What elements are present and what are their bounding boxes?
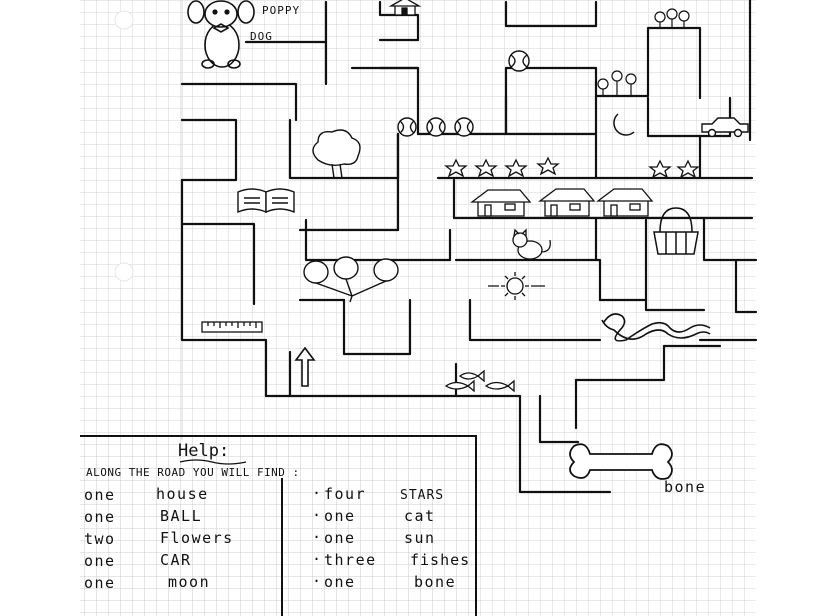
cat-icon	[512, 228, 551, 260]
help-right-qty-5: one	[324, 573, 356, 591]
dog-icon	[187, 0, 255, 69]
help-right-bullet-3: ·	[312, 528, 321, 546]
tree-icon	[312, 129, 361, 179]
help-box: Help: ALONG THE ROAD YOU WILL FIND : one…	[80, 435, 477, 616]
sun-icon	[488, 272, 545, 300]
fish-icon	[444, 369, 515, 393]
help-title: Help:	[178, 441, 229, 461]
house-icon	[596, 188, 654, 217]
star-icon	[444, 156, 560, 178]
help-left-qty-5: one	[84, 574, 116, 592]
help-right-item-3: sun	[404, 529, 436, 547]
help-left-qty-3: two	[84, 530, 116, 548]
help-right-bullet-2: ·	[312, 506, 321, 524]
help-box-border	[80, 435, 477, 616]
help-right-qty-1: four	[324, 485, 366, 503]
help-left-item-2: BALL	[160, 507, 202, 525]
help-right-bullet-4: ·	[312, 550, 321, 568]
punch-hole	[114, 262, 134, 282]
ball-icon	[508, 50, 530, 72]
maze-walls	[180, 0, 758, 494]
help-right-qty-2: one	[324, 507, 356, 525]
help-right-bullet-1: ·	[312, 484, 321, 502]
help-left-qty-4: one	[84, 552, 116, 570]
help-left-item-4: CAR	[160, 551, 192, 569]
help-intro: ALONG THE ROAD YOU WILL FIND :	[86, 466, 300, 479]
bone-label: bone	[664, 478, 706, 496]
help-left-item-3: Flowers	[160, 529, 234, 547]
moon-icon	[613, 113, 635, 136]
ball-icon	[397, 117, 474, 137]
flowers-icon	[654, 8, 690, 28]
dog-name-label-line1: POPPY	[262, 4, 300, 17]
ruler-icon	[201, 321, 263, 333]
help-right-qty-4: three	[324, 551, 377, 569]
house-icon	[538, 188, 596, 217]
dog-name-label-line2: DOG	[250, 30, 273, 43]
bone-icon	[569, 443, 673, 480]
help-right-qty-3: one	[324, 529, 356, 547]
balloons-icon	[303, 256, 399, 303]
help-right-item-2: cat	[404, 507, 436, 525]
punch-hole	[114, 10, 134, 30]
house-icon	[470, 189, 532, 217]
help-right-item-5: bone	[414, 573, 456, 591]
basket-icon	[653, 207, 699, 255]
arrow-up-icon	[294, 346, 316, 387]
car-icon	[701, 117, 749, 138]
help-right-item-4: fishes	[410, 551, 470, 569]
help-title-underline	[179, 459, 247, 465]
book-icon	[237, 188, 295, 214]
help-left-item-5: moon	[168, 573, 210, 591]
snake-icon	[601, 313, 711, 342]
help-right-bullet-5: ·	[312, 572, 321, 590]
star-icon	[648, 159, 700, 179]
help-right-item-1: STARS	[400, 488, 444, 503]
help-left-item-1: house	[156, 485, 209, 503]
help-left-qty-1: one	[84, 486, 116, 504]
flowers-icon	[597, 70, 637, 96]
help-left-qty-2: one	[84, 508, 116, 526]
help-box-background	[80, 436, 476, 616]
house-icon	[388, 0, 422, 16]
